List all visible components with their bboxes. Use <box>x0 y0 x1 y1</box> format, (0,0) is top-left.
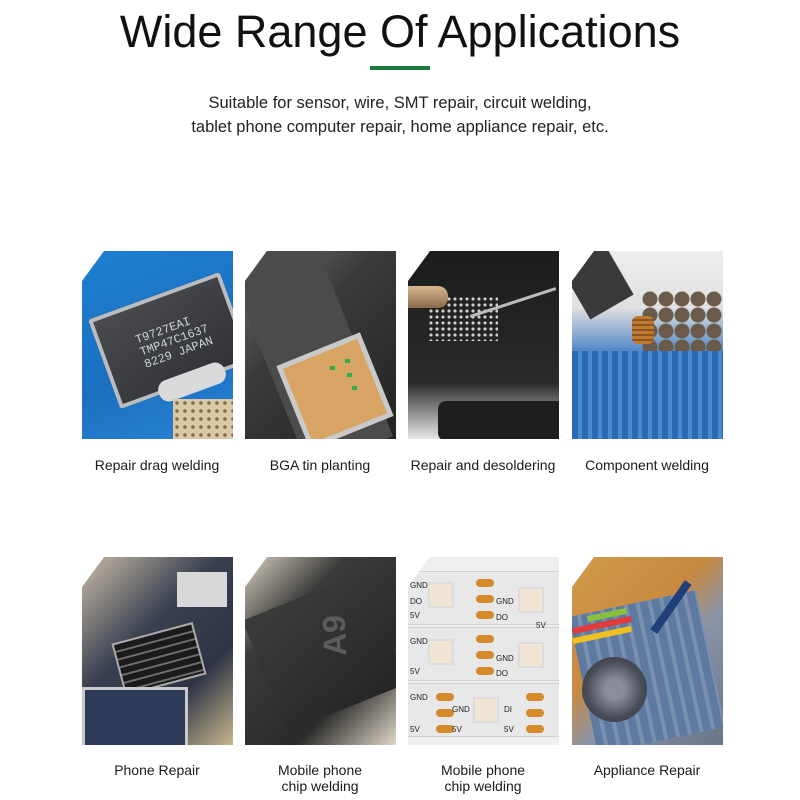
strip-label: 5V <box>504 725 514 734</box>
strip-label: 5V <box>536 621 546 630</box>
strip-label: GND <box>452 705 470 714</box>
caption-repair-and-desoldering: Repair and desoldering <box>410 457 556 473</box>
strip-label: GND <box>496 597 514 606</box>
caption-line: chip welding <box>444 778 522 794</box>
flux-dot <box>352 386 357 390</box>
inductor-coil <box>632 316 654 344</box>
a9-chip: A9 <box>245 572 396 732</box>
flux-syringe <box>572 251 634 320</box>
image-component-welding <box>572 251 723 439</box>
solder-pad <box>476 611 494 619</box>
pcb <box>572 351 723 439</box>
solder-pad <box>476 579 494 587</box>
rf-shield <box>177 572 227 607</box>
solder-pad <box>436 693 454 701</box>
stencil-holder <box>438 401 559 439</box>
led <box>518 642 544 668</box>
cpu-fan <box>582 657 647 722</box>
caption-line: Mobile phone <box>440 762 526 778</box>
flux-dot <box>345 359 350 363</box>
caption-phone-repair: Phone Repair <box>114 762 200 778</box>
capacitors <box>642 291 722 351</box>
image-appliance-repair <box>572 557 723 745</box>
perfboard <box>173 399 233 439</box>
solder-pad <box>476 651 494 659</box>
strip-label: DO <box>410 597 422 606</box>
image-repair-and-desoldering <box>408 251 559 439</box>
solder-pad <box>526 693 544 701</box>
subtitle-line-2: tablet phone computer repair, home appli… <box>191 118 609 136</box>
led <box>428 639 454 665</box>
caption-mobile-phone-chip-welding-2: Mobile phone chip welding <box>398 762 568 794</box>
strip-label: GND <box>410 637 428 646</box>
caption-mobile-phone-chip-welding-1: Mobile phone chip welding <box>235 762 405 794</box>
caption-line: Mobile phone <box>277 762 363 778</box>
image-bga-tin-planting <box>245 251 396 439</box>
strip-label: GND <box>410 581 428 590</box>
solder-pad <box>526 725 544 733</box>
chip-marking: T9727EAI TMP47C1637 8229 JAPAN <box>133 314 215 372</box>
caption-component-welding: Component welding <box>585 457 709 473</box>
led <box>428 582 454 608</box>
solder-pad <box>476 595 494 603</box>
subtitle: Suitable for sensor, wire, SMT repair, c… <box>0 91 800 139</box>
image-repair-drag-welding: T9727EAI TMP47C1637 8229 JAPAN <box>82 251 233 439</box>
strip-label: 5V <box>410 667 420 676</box>
solder-pad <box>526 709 544 717</box>
strip-label: 5V <box>410 611 420 620</box>
led <box>473 697 499 723</box>
caption-appliance-repair: Appliance Repair <box>593 762 701 778</box>
image-mobile-phone-chip-welding-a9: A9 <box>245 557 396 745</box>
strip-label: DO <box>496 669 508 678</box>
solder-pad <box>436 725 454 733</box>
strip-label: GND <box>410 693 428 702</box>
solder-pad <box>476 635 494 643</box>
strip-label: DO <box>496 613 508 622</box>
flux-dot <box>347 373 352 377</box>
flux-dot <box>330 366 335 370</box>
caption-line: chip welding <box>281 778 359 794</box>
caption-repair-drag-welding: Repair drag welding <box>94 457 220 473</box>
battery-panel <box>82 687 188 745</box>
strip-label: DI <box>504 705 512 714</box>
subtitle-line-1: Suitable for sensor, wire, SMT repair, c… <box>208 94 592 112</box>
image-phone-repair <box>82 557 233 745</box>
strip-label: 5V <box>452 725 462 734</box>
board-connectors <box>111 622 207 696</box>
image-mobile-phone-chip-welding-led: GND DO 5V GND DO 5V GND 5V GND DO GND 5V… <box>408 557 559 745</box>
page-title: Wide Range Of Applications <box>119 6 681 57</box>
solder-pad <box>476 667 494 675</box>
chip-label: A9 <box>315 614 354 657</box>
strip-label: GND <box>496 654 514 663</box>
title-accent-bar <box>370 66 430 70</box>
strip-label: 5V <box>410 725 420 734</box>
led <box>518 587 544 613</box>
solder-pad <box>436 709 454 717</box>
caption-bga-tin-planting: BGA tin planting <box>269 457 371 473</box>
soldering-tool <box>408 286 448 308</box>
